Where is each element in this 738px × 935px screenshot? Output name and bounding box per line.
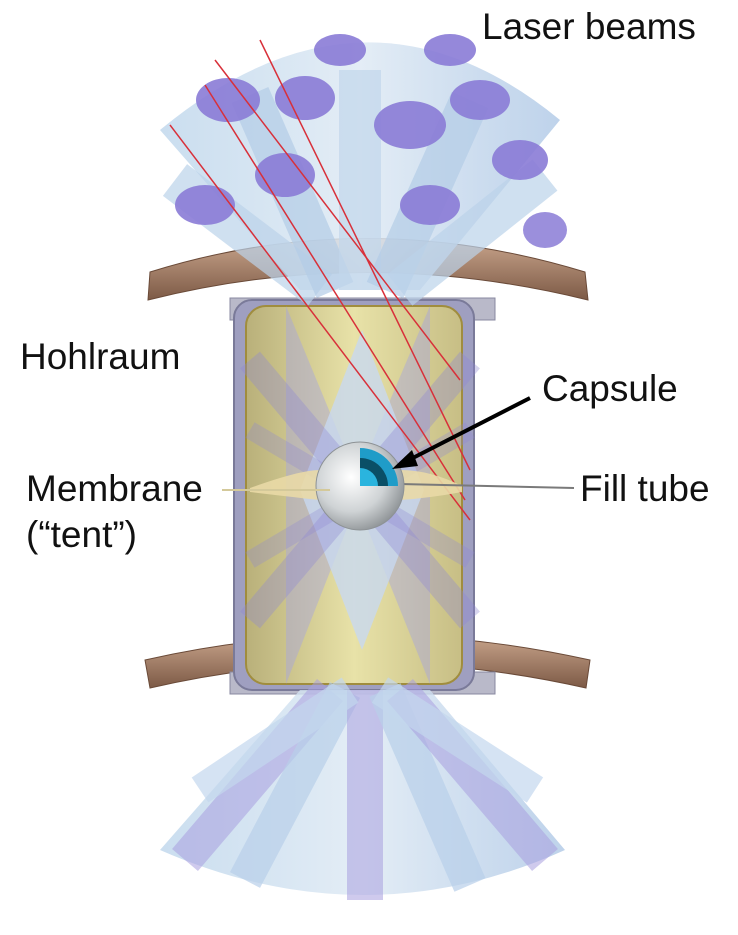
fill-tube-label: Fill tube <box>580 468 710 511</box>
membrane-tent-label: (“tent”) <box>26 514 137 557</box>
capsule <box>316 442 404 530</box>
membrane-label: Membrane <box>26 468 203 511</box>
hohlraum-label: Hohlraum <box>20 336 180 379</box>
bottom-laser-beam-cone <box>160 690 565 900</box>
laser-beams-label: Laser beams <box>482 6 696 49</box>
capsule-label: Capsule <box>542 368 678 411</box>
